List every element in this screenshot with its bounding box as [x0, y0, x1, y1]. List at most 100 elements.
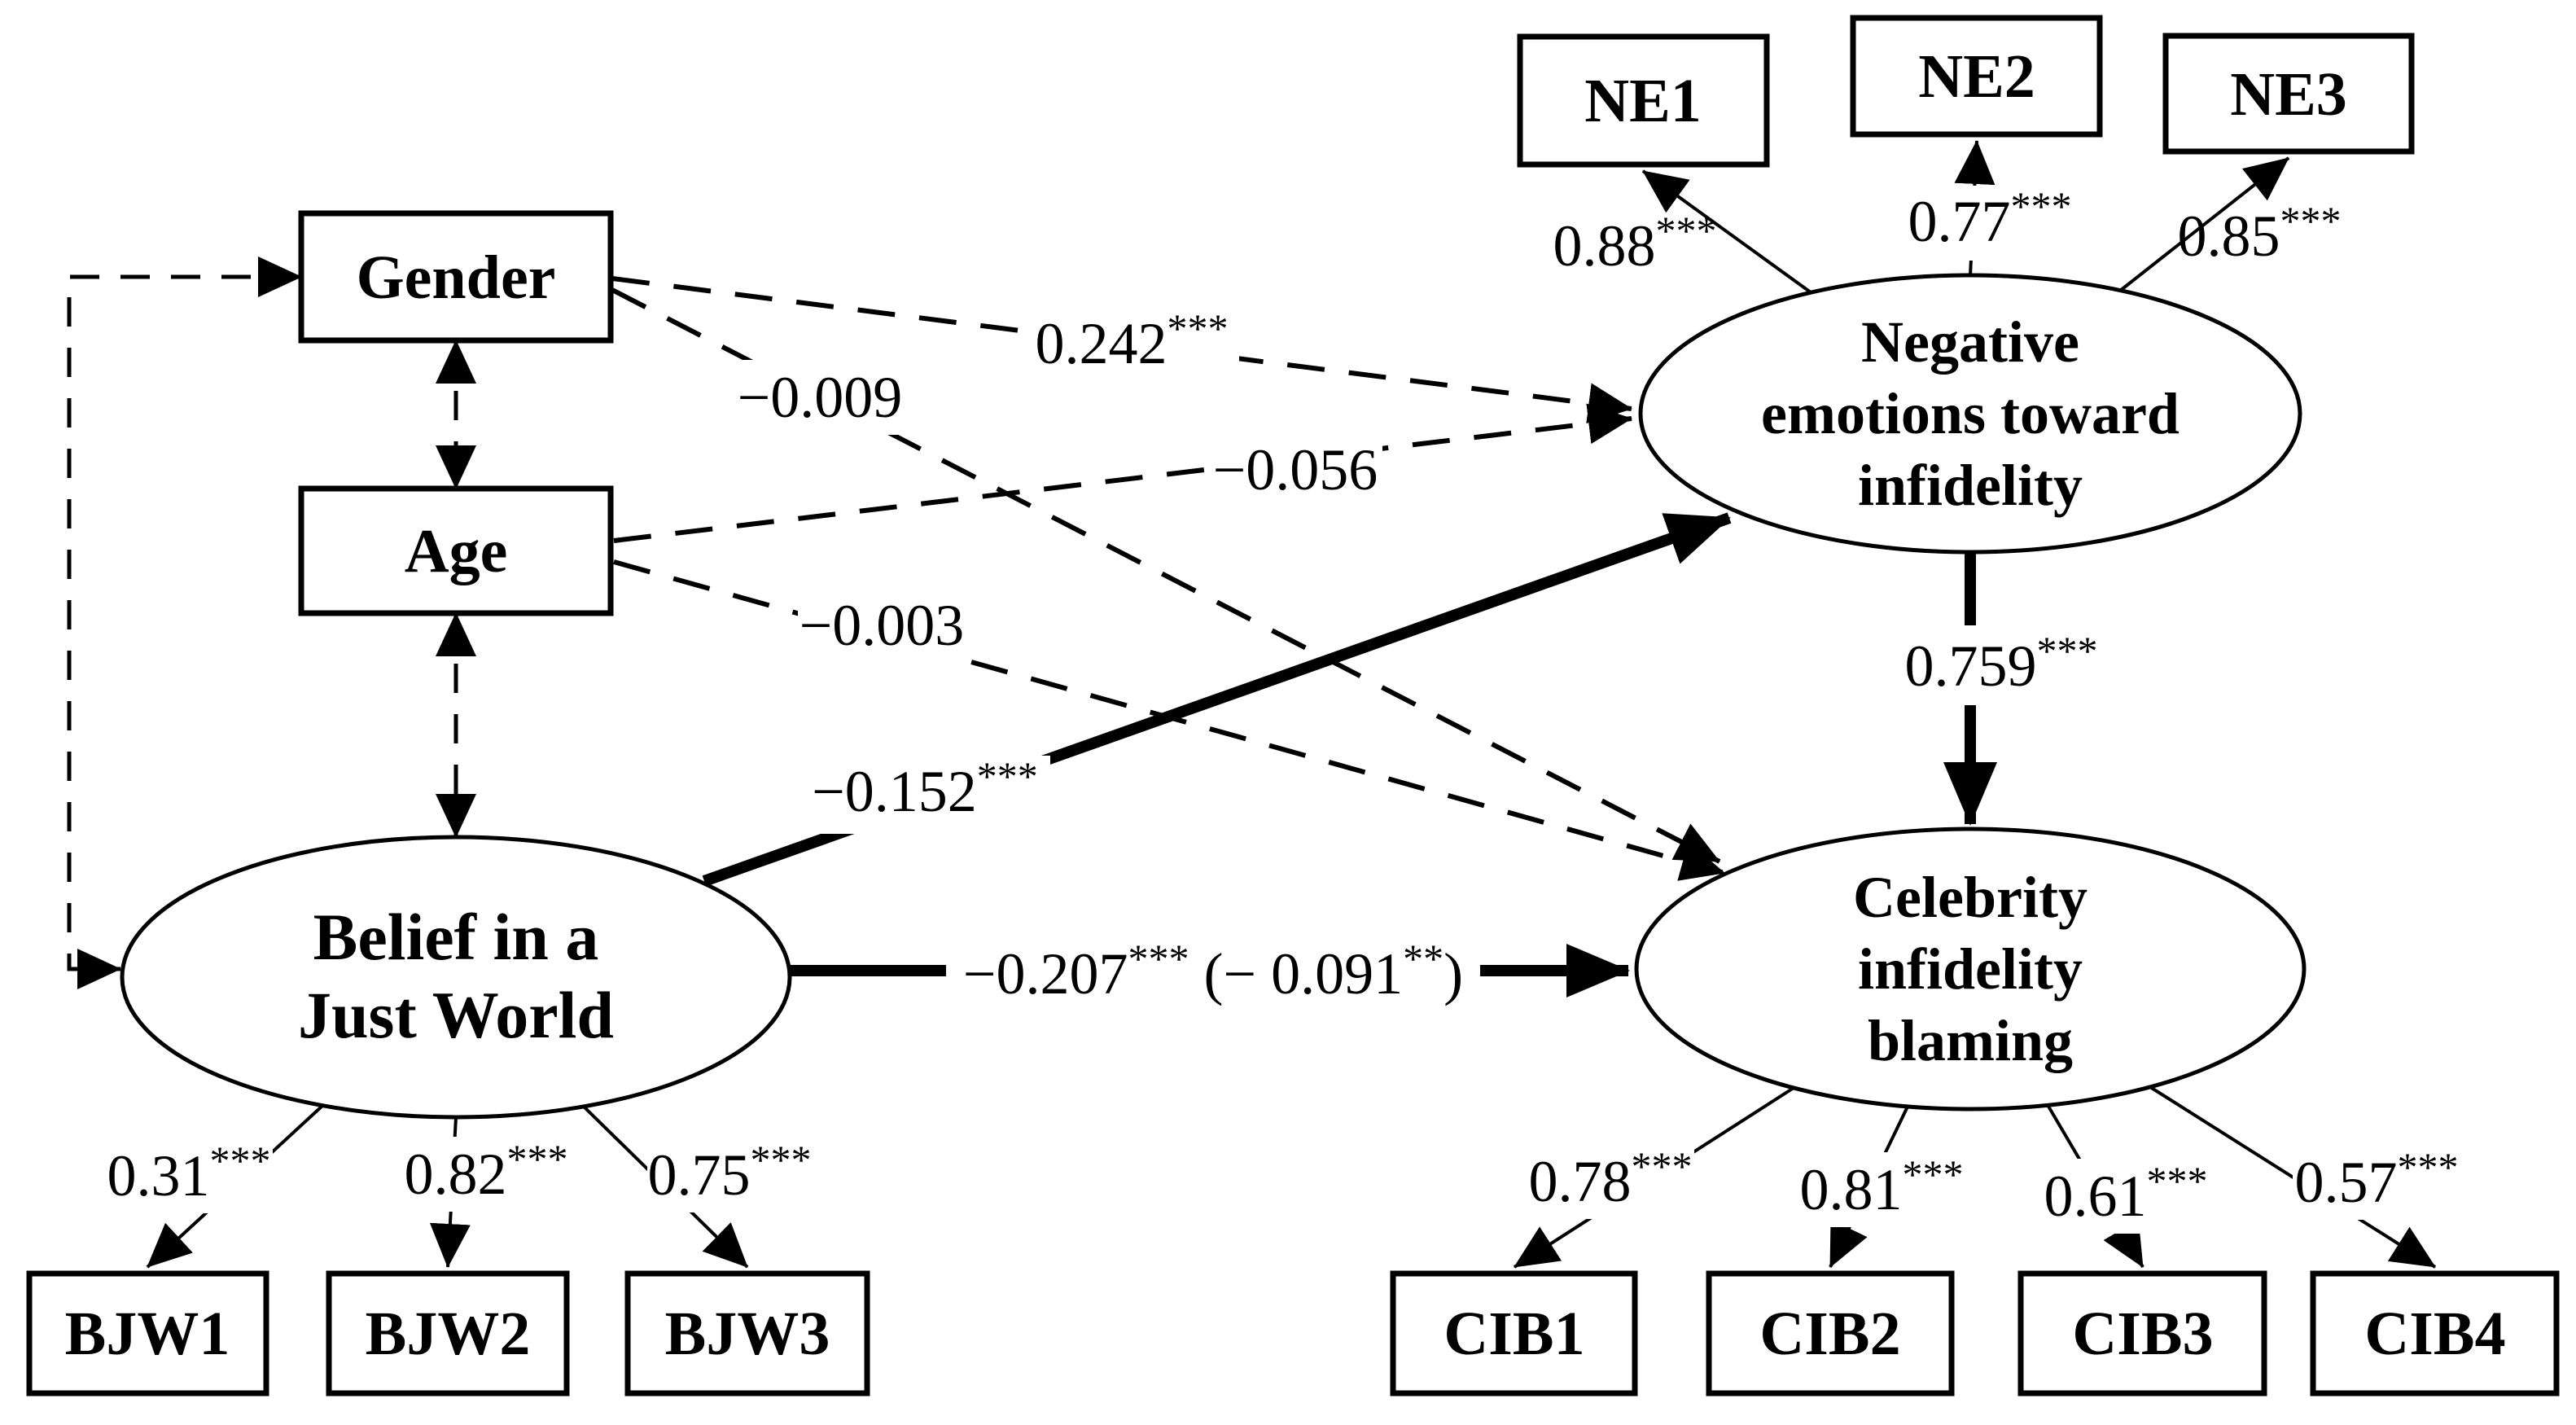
gender-label: Gender [357, 243, 556, 312]
coef-gender-cib: −0.009 [734, 360, 907, 435]
coef-gender-ne-bg [1036, 305, 1239, 383]
loading-bjw1-label: 0.31*** [106, 1138, 273, 1213]
ne3-label: NE3 [2230, 60, 2347, 129]
cib4-label: CIB4 [2364, 1300, 2505, 1368]
cib1-rect [1390, 1270, 1638, 1396]
age-box: Age [298, 485, 614, 616]
loading-cib1-label-bg [1527, 1144, 1694, 1219]
coef-bjw-ne-bg [814, 756, 1050, 834]
coef-age-cib-bg [798, 588, 966, 663]
loading-ne3-label: 0.85*** [2178, 198, 2342, 269]
cib-line1: Celebrity [1853, 865, 2088, 930]
coef-ne-cib: 0.759*** [1895, 625, 2117, 705]
age-label: Age [405, 517, 508, 585]
cib2-rect [1706, 1270, 1955, 1396]
bjw-shape [120, 835, 792, 1120]
loading-ne2-label-bg [1901, 186, 2084, 261]
coef-age-ne-bg [1210, 432, 1382, 506]
svg-text:0.81***: 0.81*** [1800, 1151, 1964, 1222]
cib3-box: CIB3 [2017, 1270, 2267, 1396]
ne-line1: Negative [1861, 309, 2079, 375]
ne2-rect [1850, 15, 2103, 138]
loading-ne2-label: 0.77*** [1901, 183, 2084, 261]
ne-line3: infidelity [1858, 453, 2083, 518]
loading-line-ne1 [1641, 169, 1812, 294]
coef-age-cib: −0.003 [798, 588, 966, 663]
ne1-box: NE1 [1517, 33, 1770, 168]
cib3-rect [2017, 1270, 2267, 1396]
bjw3-box: BJW3 [624, 1270, 870, 1396]
bjw2-box: BJW2 [326, 1270, 570, 1396]
bjw1-box: BJW1 [26, 1270, 269, 1396]
coef-bjw-cib-bg [946, 928, 1480, 1016]
loading-cib3-label: 0.61*** [2042, 1158, 2210, 1234]
bjw-ellipse: Belief in a Just World [120, 835, 792, 1120]
ne2-label: NE2 [1918, 42, 2035, 111]
svg-text:−0.003: −0.003 [800, 593, 965, 658]
bjw1-label: BJW1 [65, 1300, 230, 1368]
bjw2-label: BJW2 [366, 1300, 531, 1368]
svg-text:−0.207*** (− 0.091**): −0.207*** (− 0.091**) [963, 936, 1463, 1006]
ne1-label: NE1 [1584, 67, 1702, 135]
loading-line-ne3 [2118, 156, 2290, 292]
ne-line2: emotions toward [1761, 381, 2180, 446]
cib3-label: CIB3 [2072, 1300, 2213, 1368]
svg-text:0.75***: 0.75*** [648, 1137, 812, 1208]
svg-text:0.82***: 0.82*** [405, 1136, 568, 1207]
coef-gender-cib-bg [734, 360, 907, 435]
loading-bjw2-label: 0.82*** [403, 1136, 570, 1212]
cib2-box: CIB2 [1706, 1270, 1955, 1396]
bjw-line1: Belief in a [313, 900, 599, 974]
ne2-box: NE2 [1850, 15, 2103, 138]
bjw3-rect [624, 1270, 870, 1396]
loading-cib4-label: 0.57*** [2293, 1144, 2460, 1220]
svg-text:0.31***: 0.31*** [107, 1138, 271, 1208]
svg-text:0.759***: 0.759*** [1905, 628, 2098, 699]
gender-box: Gender [298, 210, 614, 344]
loading-cib1-label: 0.78*** [1527, 1143, 1694, 1219]
svg-text:0.85***: 0.85*** [2178, 198, 2342, 269]
cib-line3: blaming [1868, 1008, 2073, 1073]
coef-bjw-ne: −0.152*** [812, 753, 1050, 834]
svg-text:−0.152***: −0.152*** [812, 753, 1038, 824]
svg-text:0.242***: 0.242*** [1036, 305, 1229, 376]
bjw-line2: Just World [298, 978, 614, 1052]
loading-bjw1-label-bg [106, 1138, 273, 1213]
cib-ellipse: Celebrity infidelity blaming [1634, 826, 2307, 1112]
loading-cib3-label-bg [2042, 1159, 2210, 1234]
svg-text:0.88***: 0.88*** [1553, 208, 1717, 278]
age-rect [298, 485, 614, 616]
loading-ne1-label: 0.88*** [1553, 208, 1717, 278]
svg-text:0.61***: 0.61*** [2044, 1158, 2208, 1229]
covariance-gender-bjw [67, 256, 302, 989]
svg-text:−0.056: −0.056 [1213, 437, 1378, 502]
loading-cib4-label-bg [2293, 1145, 2460, 1220]
bjw1-rect [26, 1270, 269, 1396]
ne-ellipse: Negative emotions toward infidelity [1638, 273, 2302, 555]
coef-bjw-cib: −0.207*** (− 0.091**) [946, 928, 1480, 1016]
cib-shape [1634, 826, 2307, 1112]
bjw3-label: BJW3 [665, 1300, 830, 1368]
svg-text:−0.009: −0.009 [738, 365, 903, 430]
ne1-rect [1517, 33, 1770, 168]
svg-text:0.57***: 0.57*** [2295, 1144, 2459, 1215]
loading-cib2-label-bg [1798, 1152, 1965, 1227]
svg-text:0.78***: 0.78*** [1529, 1143, 1693, 1214]
loading-cib2-label: 0.81*** [1798, 1151, 1965, 1227]
cib-line2: infidelity [1858, 936, 2083, 1002]
coef-age-ne: −0.056 [1210, 432, 1382, 506]
ne3-box: NE3 [2162, 33, 2415, 155]
bjw2-rect [326, 1270, 570, 1396]
cib4-box: CIB4 [2310, 1270, 2560, 1396]
loading-bjw3-label: 0.75*** [647, 1137, 812, 1212]
cib1-box: CIB1 [1390, 1270, 1638, 1396]
coef-gender-ne: 0.242*** [1036, 305, 1239, 383]
coef-ne-cib-bg [1895, 625, 2117, 705]
loading-bjw3-label-bg [647, 1138, 810, 1212]
path-age-to-ne [613, 403, 1632, 543]
svg-text:0.77***: 0.77*** [1908, 183, 2072, 254]
loading-bjw2-label-bg [403, 1137, 570, 1212]
ne3-rect [2162, 33, 2415, 155]
